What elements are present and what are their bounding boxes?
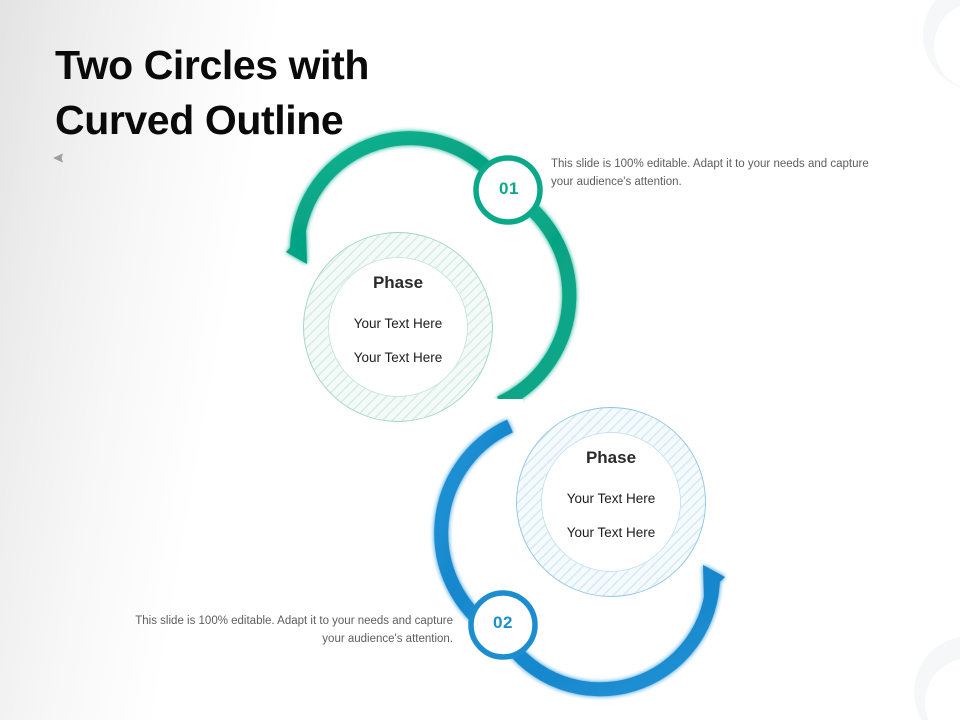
- left-arrow-rule-icon: [53, 153, 267, 163]
- step-01-inner-ring: [304, 233, 492, 421]
- step-02-text-line-2[interactable]: Your Text Here: [566, 524, 656, 540]
- step-02-ring-inner-outline: [541, 432, 681, 572]
- step-01-text-line-2[interactable]: Your Text Here: [353, 349, 443, 365]
- step-01-phase-card: Phase Your Text Here Your Text Here: [293, 274, 503, 366]
- step-02-badge-ring[interactable]: [468, 590, 538, 660]
- step-02-phase-card: Phase Your Text Here Your Text Here: [506, 449, 716, 541]
- step-01-ring-core: [329, 258, 467, 396]
- step-02-text-line-1[interactable]: Your Text Here: [566, 491, 656, 506]
- step-01-badge-ring[interactable]: [473, 155, 543, 225]
- step-01-badge-number[interactable]: 01: [499, 179, 519, 198]
- step-02-inner-ring: [517, 408, 705, 596]
- step-02-arc-lower: [500, 575, 721, 697]
- step-01-note[interactable]: This slide is 100% editable. Adapt it to…: [551, 158, 869, 188]
- step-01-ring-inner-outline: [328, 257, 468, 397]
- step-01-arc-upper: [289, 131, 511, 254]
- step-02-ring-core: [542, 433, 680, 571]
- page-title-text: Two Circles with Curved Outline: [55, 42, 370, 143]
- step-01-graphic: [286, 131, 577, 422]
- step-02-phase-title: Phase: [585, 448, 637, 467]
- step-01-arrow-head: [286, 232, 307, 264]
- step-01-arc: [497, 185, 577, 410]
- arc-separator-mask: [489, 399, 523, 413]
- step-02-note[interactable]: This slide is 100% editable. Adapt it to…: [135, 615, 453, 645]
- page-title: Two Circles with Curved Outline: [55, 38, 575, 147]
- step-01-text-line-1[interactable]: Your Text Here: [353, 316, 443, 331]
- step-01-ring-outline: [303, 232, 493, 422]
- step-02-arrow-head: [703, 565, 725, 597]
- step-02-ring-outline: [516, 407, 706, 597]
- step-02-badge-number[interactable]: 02: [493, 613, 513, 632]
- step-01-phase-title: Phase: [372, 273, 424, 292]
